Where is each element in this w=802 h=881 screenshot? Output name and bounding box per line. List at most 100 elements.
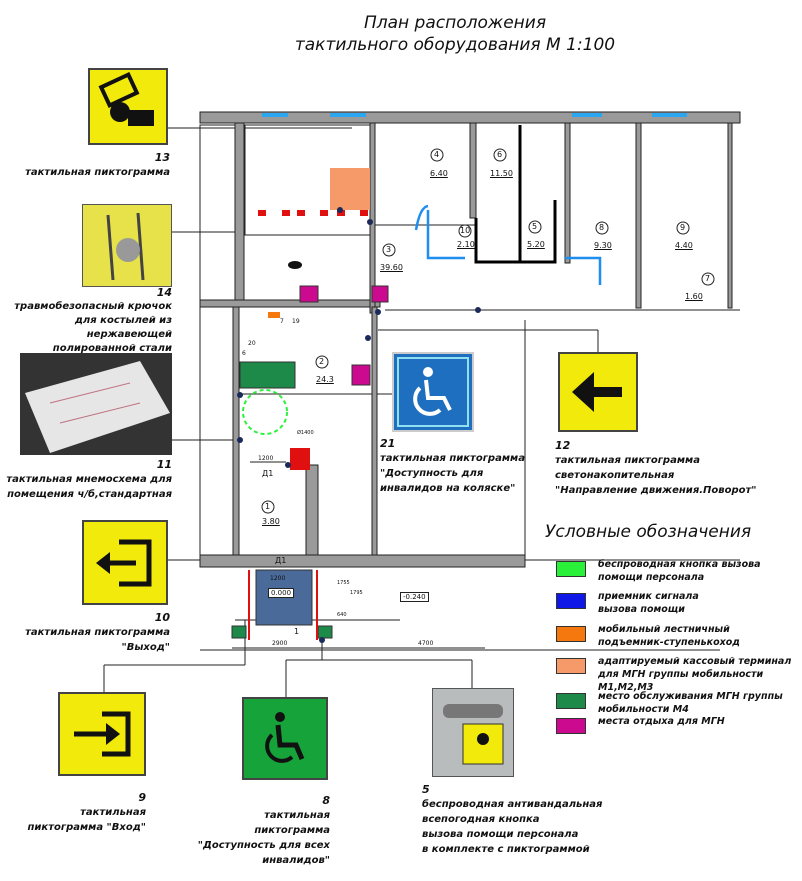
item-5-line: всепогодная кнопка — [422, 814, 540, 825]
crutch-hook-photo — [82, 204, 172, 287]
item-8-caption: 8 тактильная пиктограмма "Доступность дл… — [180, 793, 330, 868]
item-14-caption: 14 травмобезопасный крючок для костылей … — [0, 286, 172, 356]
legend-line: мобильности М4 — [598, 704, 689, 715]
room-10-area: 2.10 — [457, 240, 475, 249]
item-5-caption: 5 беспроводная антивандальная всепогодна… — [422, 782, 622, 857]
room-3-area: 39.60 — [380, 263, 403, 272]
item-12-caption: 12 тактильная пиктограмма светонакопител… — [555, 438, 785, 498]
ramp-label: 1 — [294, 627, 300, 636]
dim-640: 640 — [337, 612, 347, 618]
item-11-caption: 11 тактильная мнемосхема для помещения ч… — [0, 457, 172, 502]
item-14-line: травмобезопасный крючок — [14, 301, 172, 312]
item-8-line: тактильная — [264, 810, 330, 821]
crutch-hook-icon — [106, 212, 145, 281]
room-6-num: 6 — [497, 150, 503, 159]
room-8-num: 8 — [599, 223, 605, 232]
title-line-1: План расположения — [363, 13, 547, 33]
dim-1200-b: 1200 — [270, 575, 286, 582]
exit-arrow-icon — [96, 539, 152, 587]
door-label-1: Д1 — [262, 469, 274, 478]
item-10-caption: 10 тактильная пиктограмма "Выход" — [0, 610, 170, 655]
item-5-line: беспроводная антивандальная — [422, 799, 603, 810]
sign-13-cash-pictogram — [88, 68, 168, 145]
room-2-num: 2 — [319, 357, 325, 366]
item-12-line: тактильная пиктограмма — [555, 455, 700, 466]
room-9-area: 4.40 — [675, 241, 693, 250]
room-5-num: 5 — [532, 222, 538, 231]
legend-line: место обслуживания МГН группы — [598, 691, 783, 702]
legend-line: беспроводная кнопка вызова — [598, 559, 761, 570]
item-13-text: тактильная пиктограмма — [25, 167, 170, 178]
mark-19: 19 — [292, 318, 300, 325]
item-9-caption: 9 тактильная пиктограмма "Вход" — [0, 790, 146, 835]
legend-line: вызова помощи — [598, 604, 685, 615]
item-5-number: 5 — [422, 783, 430, 796]
item-21-line: "Доступность для — [380, 468, 484, 479]
room-4-num: 4 — [434, 150, 440, 159]
sign-8-accessibility — [242, 697, 328, 780]
mark-7: 7 — [280, 318, 284, 325]
legend-swatch — [556, 718, 586, 734]
room-1-area: 3.80 — [262, 517, 280, 526]
room-7-num: 7 — [705, 274, 711, 283]
legend-text: мобильный лестничный подъемник-ступенькох… — [598, 623, 802, 649]
item-9-line: пиктограмма "Вход" — [27, 822, 146, 833]
mark-20: 20 — [248, 340, 256, 347]
legend-text: места отдыха для МГН — [598, 715, 802, 728]
room-8-area: 9.30 — [594, 241, 612, 250]
sign-21-wheelchair — [392, 352, 474, 432]
legend-line: приемник сигнала — [598, 591, 699, 602]
item-14-line: для костылей из нержавеющей — [74, 315, 172, 340]
room-2-area: 24.3 — [316, 375, 334, 384]
legend-line: адаптируемый кассовый терминал — [598, 656, 792, 667]
call-button-photo — [432, 688, 514, 777]
item-12-line: светонакопительная — [555, 470, 675, 481]
item-9-line: тактильная — [80, 807, 146, 818]
legend-swatch — [556, 593, 586, 609]
item-21-number: 21 — [380, 437, 396, 450]
item-14-line: полированной стали — [52, 343, 172, 354]
level-neg: -0.240 — [400, 592, 429, 602]
item-12-number: 12 — [555, 439, 571, 452]
room-3-num: 3 — [386, 245, 392, 254]
title-line-2: тактильного оборудования М 1:100 — [294, 35, 616, 55]
item-5-line: в комплекте с пиктограммой — [422, 844, 590, 855]
plan-title: План расположения тактильного оборудован… — [250, 12, 660, 56]
item-13-number: 13 — [154, 151, 170, 164]
dim-1755: 1755 — [337, 580, 350, 586]
item-21-caption: 21 тактильная пиктограмма "Доступность д… — [380, 436, 540, 496]
tactile-mnemonic-photo — [20, 353, 172, 455]
item-9-number: 9 — [138, 791, 146, 804]
dim-2900: 2900 — [272, 640, 288, 647]
room-7-area: 1.60 — [685, 292, 703, 301]
legend-swatch — [556, 693, 586, 709]
dim-1200-a: 1200 — [258, 455, 274, 462]
item-11-number: 11 — [156, 458, 172, 471]
room-5-area: 5.20 — [527, 240, 545, 249]
sign-10-exit — [82, 520, 168, 605]
item-8-line: "Доступность для всех — [197, 840, 330, 851]
legend-line: мобильный лестничный — [598, 624, 730, 635]
legend-line: подъемник-ступенькоход — [598, 637, 740, 648]
room-10-num: 10 — [460, 226, 471, 235]
mark-6: 6 — [242, 350, 246, 357]
item-8-line: пиктограмма — [254, 825, 330, 836]
room-6-area: 11.50 — [490, 169, 513, 178]
arrow-left-icon — [572, 372, 622, 412]
item-14-number: 14 — [156, 286, 172, 299]
door-label-2: Д1 — [275, 556, 287, 565]
room-4-area: 6.40 — [430, 169, 448, 178]
item-13-caption: 13 тактильная пиктограмма — [20, 150, 170, 180]
room-1-num: 1 — [265, 502, 271, 511]
legend-swatch — [556, 658, 586, 674]
level-0: 0.000 — [268, 588, 295, 598]
item-10-line: тактильная пиктограмма "Выход" — [25, 627, 170, 653]
legend-text: приемник сигнала вызова помощи — [598, 590, 802, 616]
item-21-line: инвалидов на коляске" — [380, 483, 516, 494]
call-button-icon — [443, 704, 504, 765]
turning-diameter: Ø1400 — [297, 430, 314, 436]
dim-4700: 4700 — [418, 640, 434, 647]
